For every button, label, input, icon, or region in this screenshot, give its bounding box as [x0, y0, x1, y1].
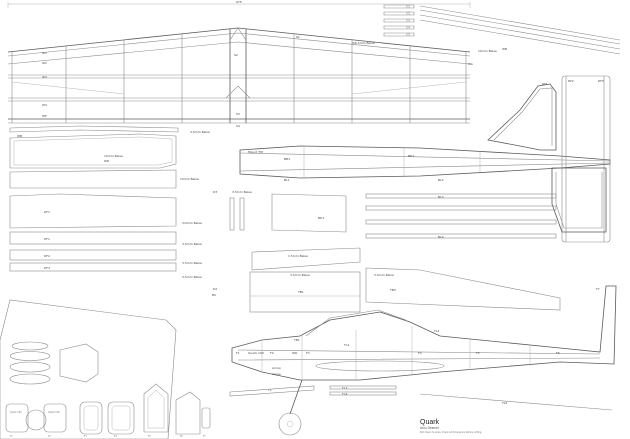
wing-label-wa: WA: [468, 62, 474, 66]
small-note-s1: 1.5mm Balsa: [288, 254, 308, 258]
former-f6: F6: [180, 435, 183, 438]
wing-label-w3: W3: [42, 75, 47, 79]
plan-tiny-note: Not drawn to scale. Check all dimensions…: [420, 431, 482, 434]
side-tl5: TL5: [501, 401, 508, 405]
fin-rf3: RF3: [598, 79, 604, 83]
strip-st1: ST1: [406, 6, 411, 9]
side-tb: TB1: [293, 338, 300, 342]
strip-st4: ST4: [406, 27, 411, 30]
wing-label-w1: W1: [42, 51, 47, 55]
fuse-bl1: BL1: [284, 178, 290, 182]
wing-right-note: 10mm Balsa: [478, 49, 497, 53]
wing-note: 3/6.5mm Balsa: [352, 41, 375, 45]
former-tag-1: Quark 199: [10, 411, 22, 414]
aileron-note-3: 3.5mm Balsa: [182, 261, 202, 265]
trailing-edge-panel: 3.5mm Balsa WB 10mm Balsa W8 10mm Balsa: [9, 125, 210, 189]
former-f7: F7: [203, 435, 206, 438]
wing-label-w2: W2: [42, 61, 47, 65]
overall-dim-text: 975: [236, 0, 242, 4]
wing-right-tag: WB: [502, 47, 507, 51]
fuse-bl3: BL3: [438, 195, 444, 199]
middle-parts: 3.5mm Balsa BD1 1.5mm Balsa 3.5mm Balsa …: [229, 190, 561, 313]
side-f7: F7: [596, 287, 600, 291]
side-f3: F3: [306, 351, 310, 355]
wing-spar-s2: S2: [234, 53, 238, 57]
former-f1: F1: [10, 435, 13, 438]
side-f5: F5: [476, 351, 480, 355]
side-arrow2: Arrow: [272, 372, 281, 376]
former-f2: F2: [48, 435, 51, 438]
wing-spar-s3: S3: [236, 112, 240, 116]
wing-ribs: [11, 29, 467, 123]
fuse-bd: BD1: [408, 154, 414, 158]
side-note: 10mm Balsa: [180, 177, 199, 181]
title-block: Quark Arnu Desmet Not drawn to scale. Ch…: [420, 419, 482, 434]
overall-dimension: 975: [7, 0, 471, 8]
balsa-strips: ST1 ST2 ST3 ST4 ST5: [383, 4, 621, 55]
former-tag-2: Quark 199: [48, 411, 60, 414]
small-note-s3: 3.5mm Balsa: [290, 273, 310, 277]
side-arrow1: Arrow: [272, 366, 281, 370]
left-panels: DF1 DF1 DF2 DF3 3/4mm Balsa 3.5mm Balsa …: [9, 190, 217, 291]
former-f5: F5: [148, 435, 151, 438]
small-tb3: TB3: [389, 288, 396, 292]
wing-plan: W1 W2 W3 W4 WF S1 S2 S3 S4 3/6.5mm Balsa…: [7, 27, 507, 128]
te-note: 3.5mm Balsa: [190, 130, 210, 134]
te-sub: 10mm Balsa: [104, 154, 123, 158]
fuse-bl4: BL4: [438, 235, 444, 239]
panel-df2: DF2: [44, 254, 50, 258]
strip-st5: ST5: [406, 34, 411, 37]
side-wr: WR: [292, 351, 297, 355]
fin-rf2: RF2: [568, 79, 574, 83]
side-f6: F6: [556, 351, 560, 355]
small-note-1: 3.5mm Balsa: [232, 190, 252, 194]
side-sp: Quark 199: [248, 351, 264, 355]
side-tl3: TL3: [341, 386, 348, 390]
side-f1: F1: [236, 351, 240, 355]
former-f4: F4: [114, 435, 117, 438]
small-tb1: TB1: [297, 290, 304, 294]
fuselage-top: Mount TM BB1 BD1 BL1 BL2: [239, 145, 611, 182]
side-tl: TL: [267, 388, 272, 392]
te-label: WB: [17, 134, 22, 138]
side-tl4: TL4: [341, 392, 348, 396]
wing-label-wf: WF: [42, 114, 47, 118]
former-f3: F3: [84, 435, 87, 438]
side-f4: F4: [418, 351, 422, 355]
fin-rf1: RF1: [542, 82, 548, 86]
fuse-bl2: BL2: [438, 178, 444, 182]
tail-fin: RF1 RF2 RF3: [487, 75, 611, 243]
fuselage-side: Quark 199 F1 F2 F3 F4 F5 F6 F7 TB1 TL1 T…: [229, 285, 617, 436]
side-f2: F2: [270, 351, 274, 355]
aileron-note-4: 3.5mm Balsa: [182, 275, 202, 279]
gusset-note: BS: [212, 293, 216, 297]
plan-designer: Arnu Desmet: [420, 426, 439, 430]
wing-spar-s1: S1: [296, 35, 300, 39]
wing-label-w4: W4: [42, 103, 47, 107]
fuse-bd1: BD1: [318, 216, 324, 220]
aileron-d3: D3: [213, 190, 217, 194]
side-tl1: TL1: [343, 343, 350, 347]
panel-df1: DF1: [44, 210, 50, 214]
strip-st2: ST2: [406, 13, 411, 16]
aileron-d2: D2: [213, 287, 217, 291]
side-tl2: TL2: [433, 329, 440, 333]
small-note-canopy: 3.0mm Balsa: [374, 273, 394, 277]
aileron-note-1: 3/4mm Balsa: [182, 221, 202, 225]
panel-df3: DF3: [44, 266, 50, 270]
te-sub2: W8: [104, 159, 109, 163]
strip-st3: ST3: [406, 20, 411, 23]
formers: Quark 199 Quark 199 F1 F2 F3 F4 F5 F6 F7: [5, 341, 211, 438]
stabilizer: [551, 167, 607, 233]
wing-spar-s4: S4: [236, 124, 240, 128]
gusset-panel: BS: [0, 293, 216, 439]
aileron-note-2: 3.5mm Balsa: [182, 242, 202, 246]
fuse-bb: BB1: [284, 157, 290, 161]
fuse-mount: Mount TM: [248, 150, 263, 154]
panel-df1b: DF1: [44, 237, 50, 241]
plan-title: Quark: [420, 419, 440, 426]
